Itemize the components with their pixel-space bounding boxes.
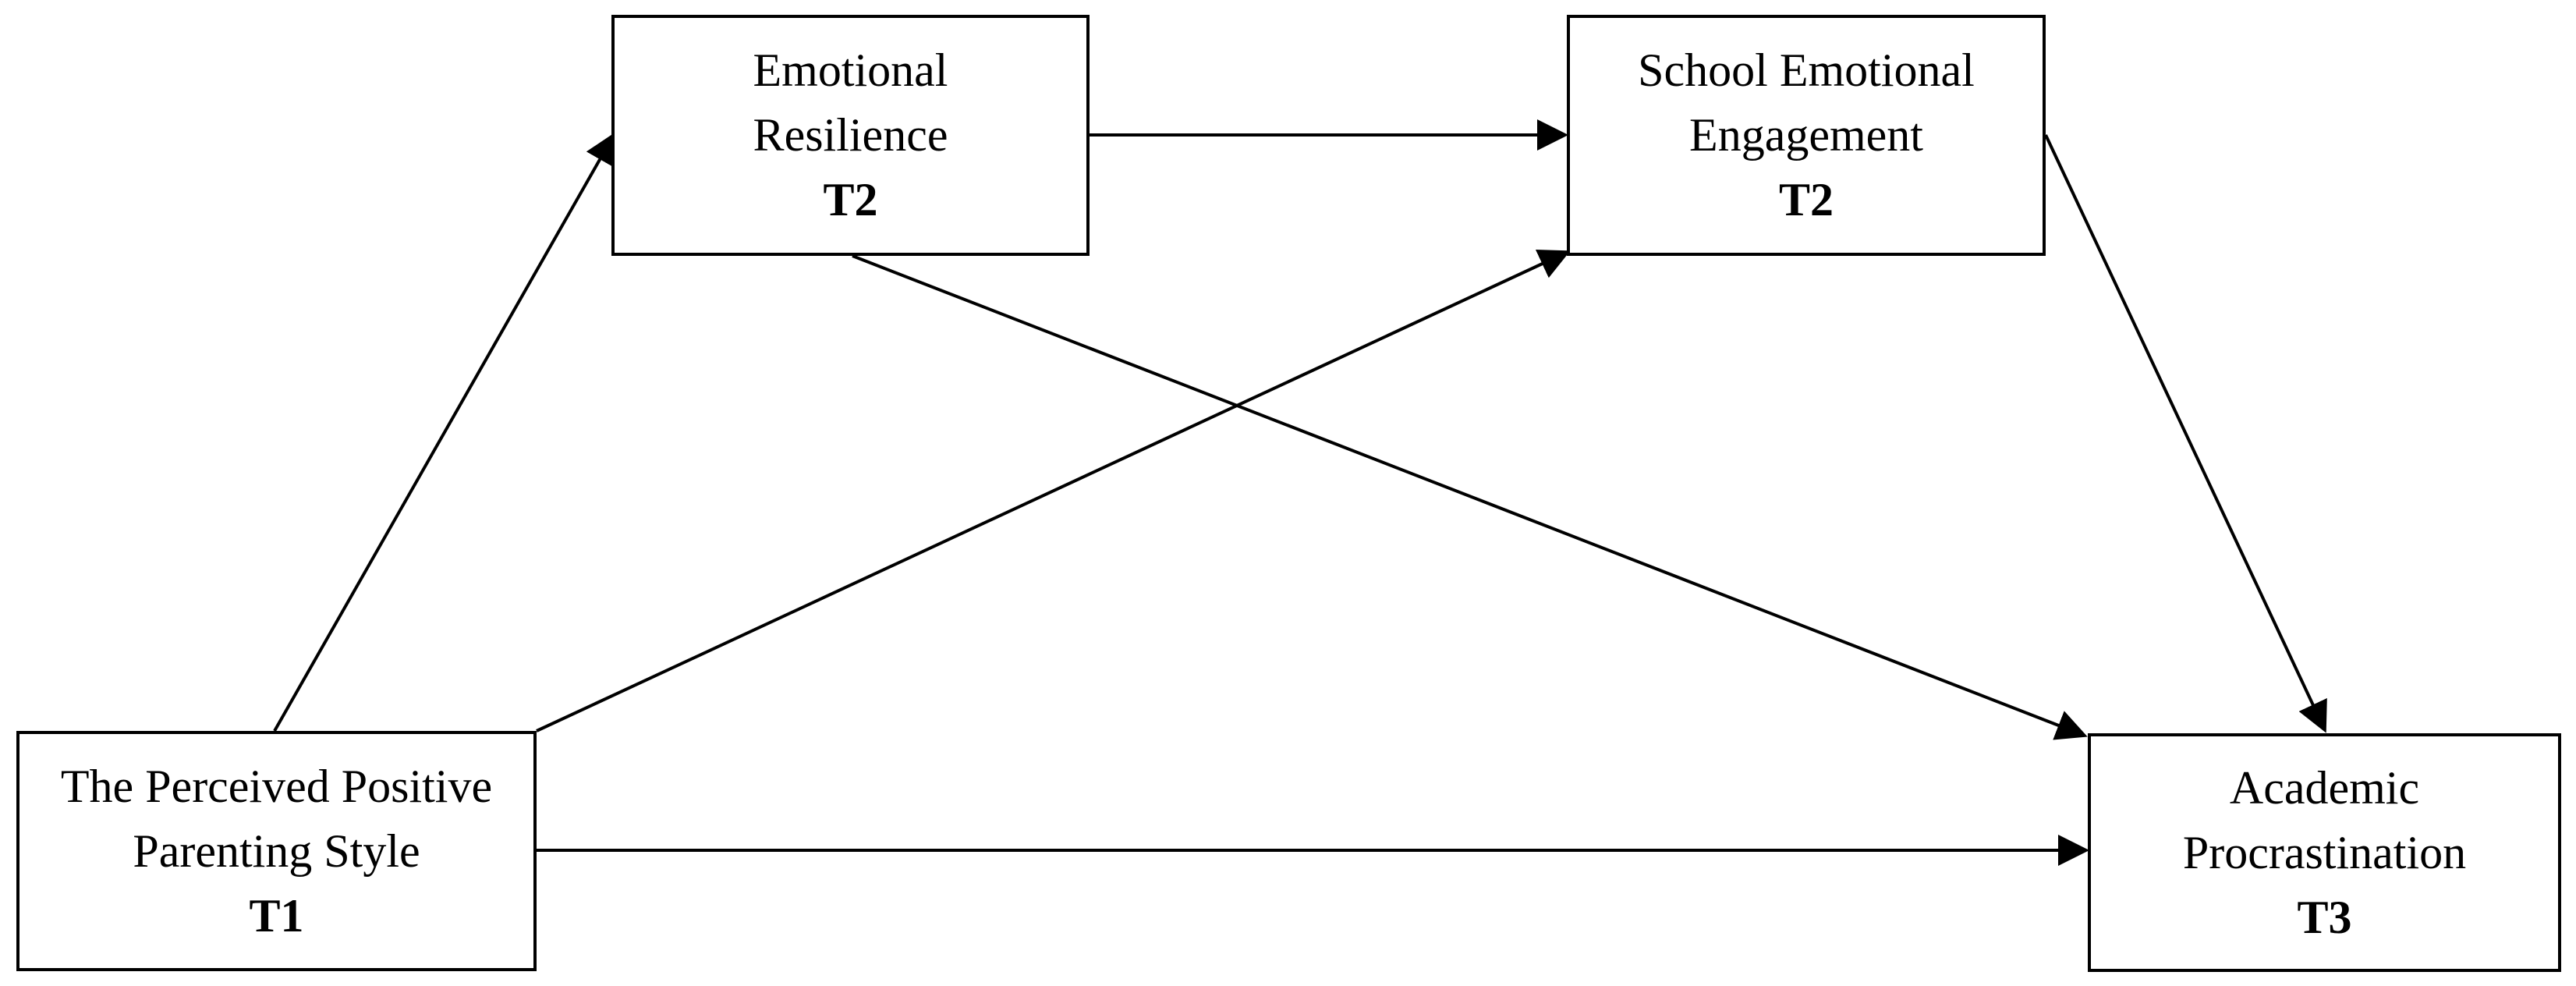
arrow-ppps-to-er [273,132,615,732]
arrow-er-to-ap [852,254,2088,740]
node-label-line1: Academic [2229,761,2420,814]
node-time-label: T1 [249,889,304,942]
node-academic-procrastination: Academic Procrastination T3 [2088,733,2561,972]
node-label-line2: Resilience [753,109,948,161]
node-label-line1: School Emotional [1638,44,1975,96]
arrow-see-to-ap [2044,134,2327,733]
node-emotional-resilience: Emotional Resilience T2 [611,15,1090,256]
node-label-line1: Emotional [753,44,948,96]
arrow-ppps-to-see [536,250,1571,732]
node-label-line2: Parenting Style [133,825,420,877]
node-time-label: T2 [823,174,878,225]
node-label-line2: Procrastination [2182,826,2467,878]
node-perceived-positive-parenting-style: The Perceived Positive Parenting Style T… [16,731,537,971]
node-school-emotional-engagement: School Emotional Engagement T2 [1567,15,2046,256]
node-label-line2: Engagement [1689,109,1923,161]
node-label-line1: The Perceived Positive [60,760,493,812]
node-time-label: T3 [2297,891,2352,943]
node-time-label: T2 [1778,174,1834,225]
